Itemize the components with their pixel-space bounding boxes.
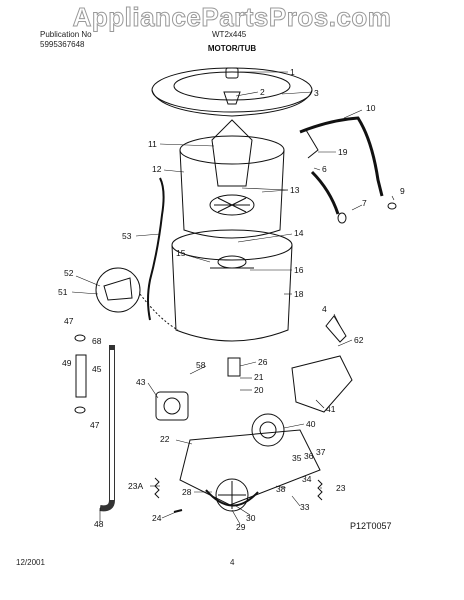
drain-hose-long bbox=[99, 345, 115, 512]
gear-teeth bbox=[214, 197, 250, 213]
callout-2: 2 bbox=[260, 87, 265, 97]
drain-pump bbox=[155, 391, 189, 421]
callout-20: 20 bbox=[254, 385, 264, 395]
agitator-cap bbox=[225, 67, 239, 79]
callout-33: 33 bbox=[300, 502, 310, 512]
callout-3: 3 bbox=[314, 88, 319, 98]
callout-1: 1 bbox=[290, 67, 295, 77]
mounting-bracket bbox=[103, 277, 133, 301]
fill-hose bbox=[299, 116, 384, 197]
spring-24 bbox=[173, 509, 183, 513]
callout-38: 38 bbox=[276, 484, 286, 494]
hose-clamp-bottom bbox=[74, 406, 86, 414]
callout-4: 4 bbox=[322, 304, 327, 314]
drive-belt bbox=[205, 489, 259, 507]
spring-23a bbox=[154, 477, 160, 499]
agitator bbox=[211, 119, 253, 187]
callout-30: 30 bbox=[246, 513, 256, 523]
callout-16: 16 bbox=[294, 265, 304, 275]
drain-hose bbox=[310, 170, 340, 215]
hose-clamp bbox=[337, 212, 347, 224]
agitator-bolt bbox=[223, 91, 241, 105]
callout-12: 12 bbox=[152, 164, 162, 174]
basket-top bbox=[179, 135, 285, 165]
callout-58: 58 bbox=[196, 360, 206, 370]
callout-41: 41 bbox=[326, 404, 336, 414]
leader-lines bbox=[71, 71, 395, 525]
callout-40: 40 bbox=[306, 419, 316, 429]
callout-11: 11 bbox=[148, 139, 157, 149]
callout-45: 45 bbox=[92, 364, 102, 374]
callout-28: 28 bbox=[182, 487, 192, 497]
callout-48: 48 bbox=[94, 519, 104, 529]
footer-date: 12/2001 bbox=[16, 558, 45, 567]
clutch-gear bbox=[209, 194, 255, 216]
mounting-plate bbox=[179, 429, 321, 506]
detail-leader bbox=[139, 293, 179, 331]
callout-15: 15 bbox=[176, 248, 186, 258]
callout-34: 34 bbox=[302, 474, 312, 484]
part-4 bbox=[325, 315, 347, 343]
callout-6: 6 bbox=[322, 164, 327, 174]
callout-26: 26 bbox=[258, 357, 268, 367]
pulley-spokes bbox=[218, 481, 246, 509]
tub-ring-inner bbox=[173, 71, 291, 101]
callout-53: 53 bbox=[122, 231, 132, 241]
callout-23: 23 bbox=[336, 483, 346, 493]
callout-10: 10 bbox=[366, 103, 376, 113]
callout-68: 68 bbox=[92, 336, 102, 346]
callout-7: 7 bbox=[362, 198, 367, 208]
callout-labels: 1 2 3 10 11 19 12 13 6 9 7 53 14 15 16 5… bbox=[58, 67, 405, 532]
callout-24: 24 bbox=[152, 513, 162, 523]
callout-62: 62 bbox=[354, 335, 364, 345]
splash-guard bbox=[291, 355, 353, 413]
footer-page-number: 4 bbox=[230, 558, 235, 567]
pump-impeller bbox=[163, 397, 181, 415]
callout-22: 22 bbox=[160, 434, 170, 444]
hose-washer bbox=[387, 202, 397, 210]
callout-18: 18 bbox=[294, 289, 304, 299]
drain-hose-corrugated bbox=[75, 354, 87, 398]
spring-23 bbox=[317, 479, 323, 501]
publication-line: Publication No bbox=[40, 30, 92, 39]
callout-19: 19 bbox=[338, 147, 348, 157]
hose-clamp-top bbox=[74, 334, 86, 342]
callout-37: 37 bbox=[316, 447, 326, 457]
callout-52: 52 bbox=[64, 268, 74, 278]
callout-49: 49 bbox=[62, 358, 72, 368]
callout-13: 13 bbox=[290, 185, 300, 195]
callout-36: 36 bbox=[304, 451, 314, 461]
publication-number: 5995367648 bbox=[40, 40, 85, 49]
callout-47-top: 47 bbox=[64, 316, 74, 326]
callout-21: 21 bbox=[254, 372, 264, 382]
callout-43: 43 bbox=[136, 377, 146, 387]
callout-35: 35 bbox=[292, 453, 302, 463]
pressure-hose bbox=[147, 177, 165, 321]
model-number: WT2x445 bbox=[212, 30, 247, 39]
callout-14: 14 bbox=[294, 228, 304, 238]
tub-fitting bbox=[227, 357, 241, 377]
outer-tub-body bbox=[171, 244, 293, 342]
diagram-code: P12T0057 bbox=[350, 521, 392, 531]
watermark: AppliancePartsPros.com bbox=[72, 2, 392, 33]
callout-23a: 23A bbox=[128, 481, 143, 491]
tub-ring-lip bbox=[151, 89, 313, 117]
pulley bbox=[215, 478, 249, 512]
motor-shaft bbox=[259, 421, 277, 439]
callout-47-bottom: 47 bbox=[90, 420, 100, 430]
callout-9: 9 bbox=[400, 186, 405, 196]
callout-29: 29 bbox=[236, 522, 246, 532]
callout-51: 51 bbox=[58, 287, 68, 297]
motor bbox=[251, 413, 285, 447]
tub-seal bbox=[217, 255, 247, 269]
basket-body bbox=[179, 149, 285, 239]
hose-bracket bbox=[305, 129, 319, 159]
section-title: MOTOR/TUB bbox=[207, 44, 257, 53]
detail-circle bbox=[95, 267, 141, 313]
